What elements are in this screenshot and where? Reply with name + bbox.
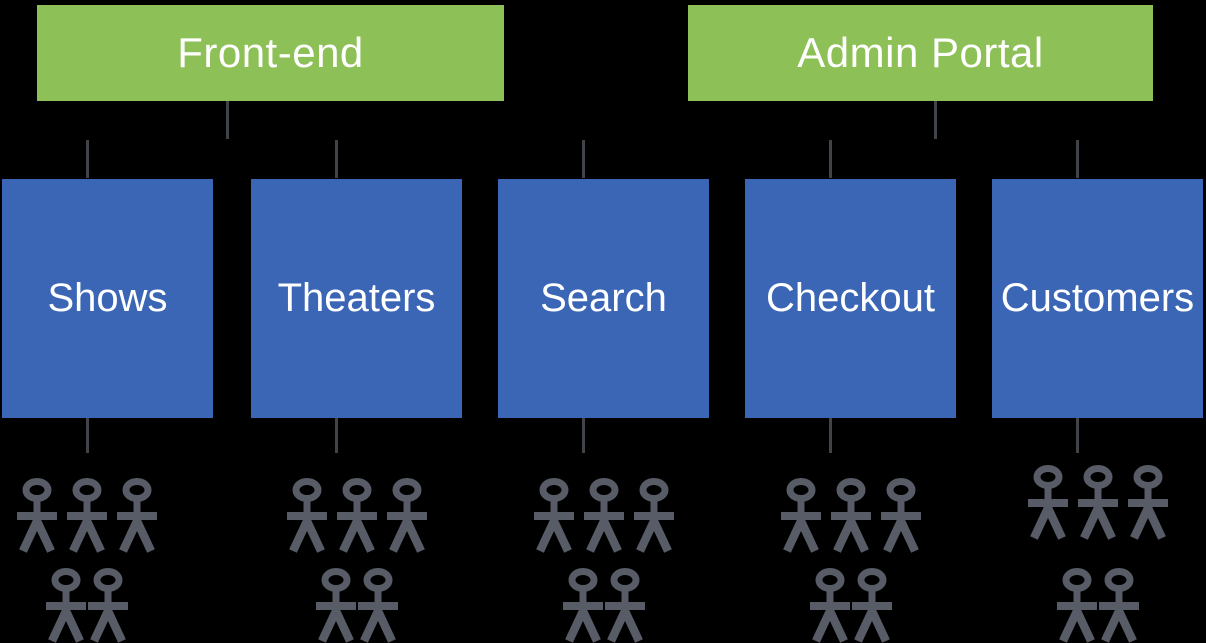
service-label: Search — [540, 276, 667, 320]
service-box-shows: Shows — [2, 179, 213, 418]
user-row — [15, 478, 159, 554]
service-label: Shows — [47, 276, 168, 320]
service-label: Theaters — [277, 276, 436, 320]
person-icon — [604, 568, 645, 643]
service-column-theaters: Theaters — [251, 0, 462, 643]
connector-line — [934, 101, 937, 139]
person-icon — [1027, 465, 1068, 540]
connector-line — [1075, 140, 1079, 178]
person-icon — [1098, 568, 1139, 643]
person-icon — [1056, 568, 1097, 643]
person-icon — [633, 478, 674, 553]
connector-line — [581, 140, 585, 178]
connector-line — [85, 140, 89, 178]
person-icon — [336, 478, 377, 553]
person-icon — [780, 478, 821, 553]
service-box-search: Search — [498, 179, 709, 418]
user-row — [809, 568, 893, 643]
service-box-checkout: Checkout — [745, 179, 956, 418]
service-column-shows: Shows — [2, 0, 213, 643]
connector-line — [828, 418, 832, 453]
service-column-search: Search — [498, 0, 709, 643]
user-row — [1056, 568, 1140, 643]
connector-line — [334, 418, 338, 453]
portal-box-front-end: Front-end — [37, 5, 504, 101]
user-group-search — [532, 478, 676, 643]
person-icon — [315, 568, 356, 643]
user-row — [532, 478, 676, 554]
person-icon — [830, 478, 871, 553]
user-row — [45, 568, 129, 643]
person-icon — [533, 478, 574, 553]
user-row — [285, 478, 429, 554]
user-group-shows — [15, 478, 159, 643]
person-icon — [45, 568, 86, 643]
person-icon — [386, 478, 427, 553]
user-group-checkout — [779, 478, 923, 643]
person-icon — [286, 478, 327, 553]
service-label: Checkout — [766, 276, 935, 320]
portal-label-front-end: Front-end — [177, 29, 364, 76]
person-icon — [880, 478, 921, 553]
portal-box-admin-portal: Admin Portal — [688, 5, 1153, 101]
person-icon — [116, 478, 157, 553]
person-icon — [66, 478, 107, 553]
person-icon — [16, 478, 57, 553]
connector-line — [581, 418, 585, 453]
person-icon — [809, 568, 850, 643]
user-row — [315, 568, 399, 643]
service-column-customers: Customers — [992, 0, 1203, 643]
person-icon — [583, 478, 624, 553]
person-icon — [851, 568, 892, 643]
person-icon — [562, 568, 603, 643]
connector-line — [334, 140, 338, 178]
service-label: Customers — [1000, 276, 1195, 320]
connector-line — [828, 140, 832, 178]
connector-line — [226, 101, 229, 139]
user-row — [562, 568, 646, 643]
service-box-customers: Customers — [992, 179, 1203, 418]
connector-line — [1075, 418, 1079, 453]
person-icon — [1127, 465, 1168, 540]
service-box-theaters: Theaters — [251, 179, 462, 418]
user-row — [779, 478, 923, 554]
user-group-theaters — [285, 478, 429, 643]
service-column-checkout: Checkout — [745, 0, 956, 643]
user-row — [1026, 465, 1170, 541]
portal-label-admin-portal: Admin Portal — [797, 29, 1044, 76]
person-icon — [357, 568, 398, 643]
person-icon — [87, 568, 128, 643]
connector-line — [85, 418, 89, 453]
person-icon — [1077, 465, 1118, 540]
user-group-customers — [1026, 465, 1170, 643]
